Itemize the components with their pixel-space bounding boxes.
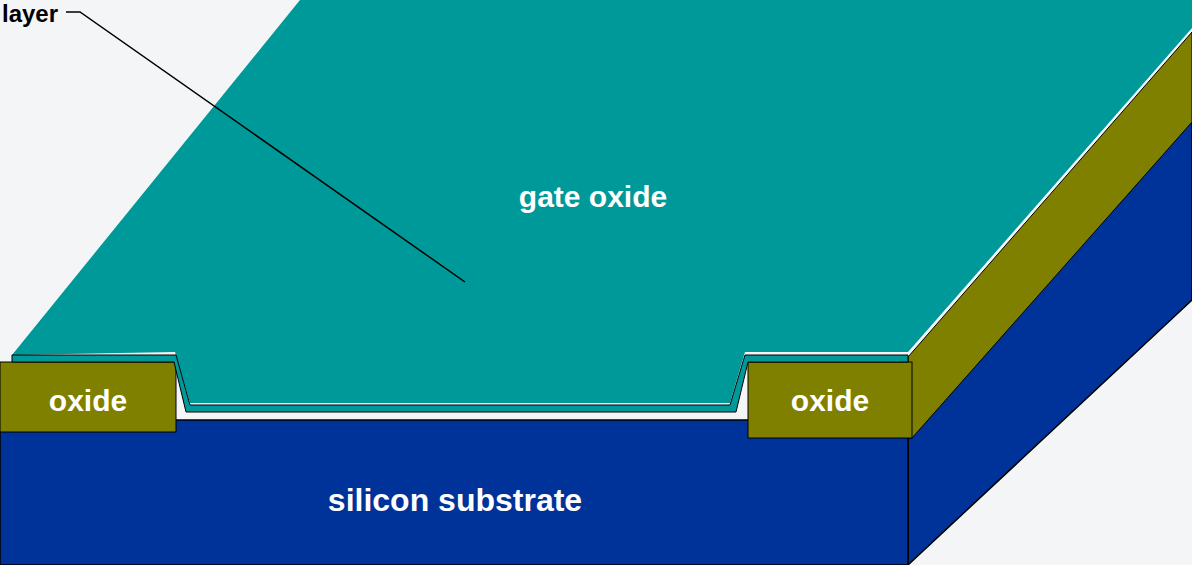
oxide-block: oxide bbox=[785, 380, 875, 422]
leader-line bbox=[66, 12, 465, 282]
oxide-right bbox=[748, 362, 912, 438]
oxide-left bbox=[0, 362, 176, 432]
oxide-block: oxide bbox=[43, 380, 133, 422]
node-text: oxide bbox=[791, 384, 869, 418]
node-text: oxide bbox=[49, 384, 127, 418]
substrate-front bbox=[0, 420, 908, 565]
part-label: layer bbox=[2, 0, 58, 28]
node-text: silicon substrate bbox=[328, 482, 582, 519]
node-text: gate oxide bbox=[519, 180, 667, 214]
gate-oxide-profile bbox=[12, 355, 908, 412]
substrate-block: silicon substrate bbox=[322, 478, 588, 523]
gate-oxide-layer: gate oxide bbox=[513, 176, 673, 218]
gate-oxide-top bbox=[12, 0, 1192, 403]
